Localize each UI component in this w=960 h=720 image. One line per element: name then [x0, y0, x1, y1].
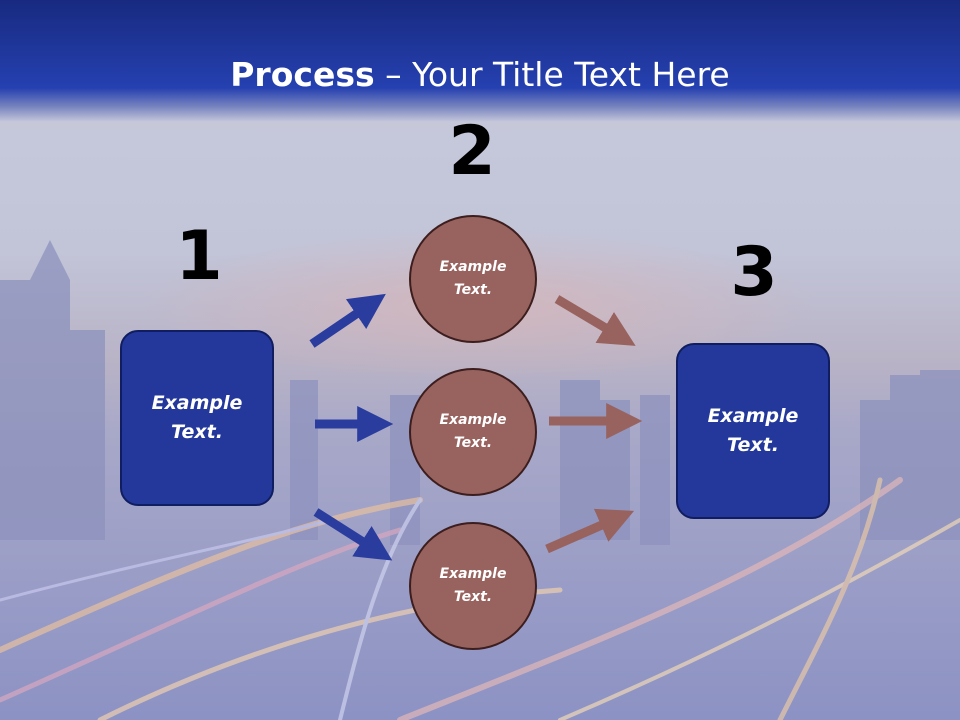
step-2-circle-3: Example Text. — [409, 522, 537, 650]
circle-3-text: Example Text. — [439, 566, 507, 605]
arrow-1-to-circle-1 — [309, 293, 386, 348]
arrow-circle-1-to-3 — [554, 295, 636, 346]
title-rest: – Your Title Text Here — [374, 55, 730, 94]
arrow-circle-3-to-3 — [545, 508, 635, 554]
circle-1-text: Example Text. — [439, 259, 507, 298]
slide-title: Process – Your Title Text Here — [0, 55, 960, 95]
step-1-text: Example Text. — [151, 392, 243, 443]
step-2-circle-2: Example Text. — [409, 368, 537, 496]
circle-2-text: Example Text. — [439, 412, 507, 451]
step-3-text: Example Text. — [707, 405, 799, 456]
step-1-box: Example Text. — [120, 330, 274, 506]
step-3-box: Example Text. — [676, 343, 830, 519]
header-band — [0, 0, 960, 122]
step-number-1: 1 — [175, 217, 223, 296]
step-2-circle-1: Example Text. — [409, 215, 537, 343]
step-number-3: 3 — [730, 233, 778, 312]
title-bold: Process — [230, 55, 375, 94]
step-number-2: 2 — [448, 112, 496, 191]
arrow-1-to-circle-3 — [313, 508, 393, 561]
